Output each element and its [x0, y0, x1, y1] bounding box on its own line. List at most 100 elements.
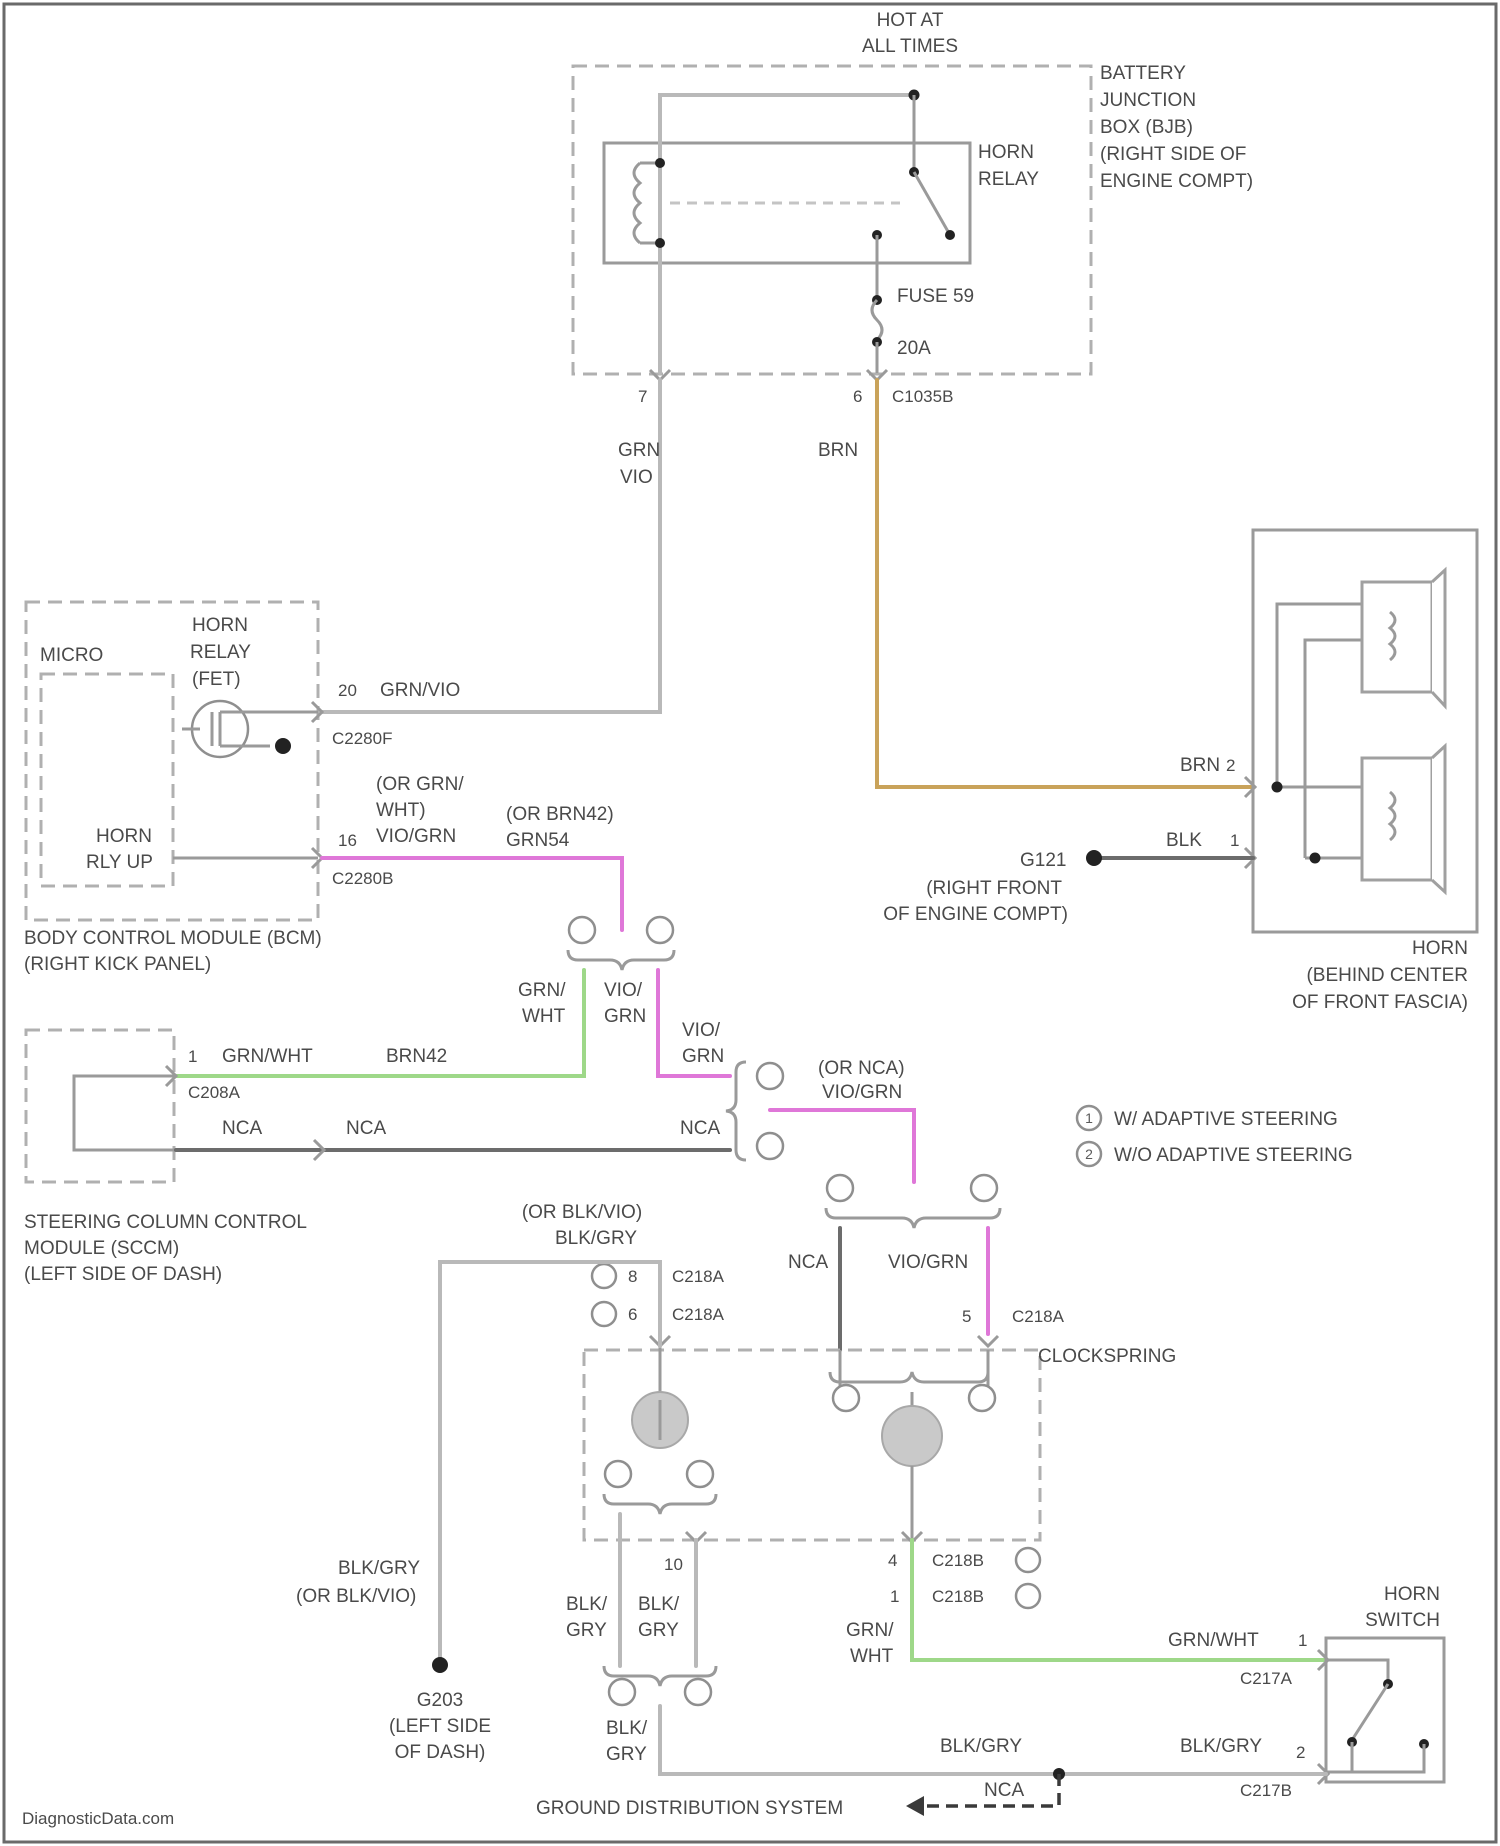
vio-grn-label: VIO/GRN	[376, 826, 456, 847]
grn-vio-label-1: GRN	[618, 440, 660, 461]
horn-relay-label-2: RELAY	[978, 169, 1039, 190]
sccm-brn42-label: BRN42	[386, 1046, 447, 1067]
bcm-pin-20: 20	[338, 681, 357, 700]
grn-wht-label-1: GRN/	[518, 980, 566, 1001]
sccm-title-1: STEERING COLUMN CONTROL	[24, 1212, 307, 1233]
brn-label: BRN	[818, 440, 858, 461]
blk-gry-bottom-4: BLK/GRY	[1180, 1736, 1262, 1757]
clockspring-pin-8: 8	[628, 1267, 637, 1286]
horn-brn-label: BRN	[1180, 755, 1220, 776]
g203-id: G203	[417, 1690, 463, 1711]
or-brn42-label-1: (OR BRN42)	[506, 804, 614, 825]
clockspring-c218a-2: C218A	[672, 1305, 725, 1324]
watermark: DiagnosticData.com	[22, 1809, 174, 1828]
bcm-pin-16: 16	[338, 831, 357, 850]
fuse-59-icon	[872, 300, 882, 340]
grn-wht-c-2: WHT	[850, 1646, 894, 1667]
blk-gry-label-1: BLK/GRY	[338, 1558, 420, 1579]
vio-grn-label-a-1: VIO/	[604, 980, 643, 1001]
or-grn-wht-label-1: (OR GRN/	[376, 774, 464, 795]
blk-gry-left-1: BLK/	[566, 1594, 608, 1615]
nca-label-4: NCA	[788, 1252, 828, 1273]
bjb-pin-6: 6	[853, 387, 862, 406]
fuse-rating-label: 20A	[897, 338, 931, 359]
clockspring-title: CLOCKSPRING	[1038, 1346, 1176, 1367]
or-blk-vio-label-1: (OR BLK/VIO)	[522, 1202, 642, 1223]
bcm-title-2: (RIGHT KICK PANEL)	[24, 954, 211, 975]
horn-pin-2: 2	[1226, 756, 1235, 775]
nca-label-1: NCA	[222, 1118, 262, 1139]
battery-junction-box: HOT AT ALL TIMES BATTERY JUNCTION BOX (B…	[573, 10, 1253, 406]
or-brn42-label-2: GRN54	[506, 830, 570, 851]
blk-gry-bottom-2: GRY	[606, 1744, 647, 1765]
nca-label-3: NCA	[680, 1118, 720, 1139]
g121-location-2: OF ENGINE COMPT)	[883, 904, 1068, 925]
fet-label-3: (FET)	[192, 669, 241, 690]
horn-title-3: OF FRONT FASCIA)	[1292, 992, 1468, 1013]
all-times-label: ALL TIMES	[862, 36, 958, 57]
or-nca-label-1: (OR NCA)	[818, 1058, 905, 1079]
g121-id: G121	[1020, 850, 1066, 871]
fet-label-1: HORN	[192, 615, 248, 636]
relay-switch-contact	[914, 172, 950, 235]
horn-switch-contact	[1352, 1684, 1388, 1740]
horn-blk-label: BLK	[1166, 830, 1202, 851]
horn-title-1: HORN	[1412, 938, 1468, 959]
option-1-marker	[569, 917, 595, 943]
g203-ground-icon	[432, 1657, 448, 1673]
bjb-title-line-3: BOX (BJB)	[1100, 117, 1193, 138]
bjb-connector-c1035b: C1035B	[892, 387, 953, 406]
bjb-title-line-4: (RIGHT SIDE OF	[1100, 144, 1246, 165]
clockspring-c218a-1: C218A	[672, 1267, 725, 1286]
clockspring-coil-right	[882, 1406, 942, 1466]
grn-wht-label-2: WHT	[522, 1006, 566, 1027]
sccm-title-2: MODULE (SCCM)	[24, 1238, 179, 1259]
clockspring-c218b-2: C218B	[932, 1587, 984, 1606]
horn-rly-up-label-1: HORN	[96, 826, 152, 847]
horn-switch-pin-2: 2	[1296, 1743, 1305, 1762]
or-blk-vio-label-2: BLK/GRY	[555, 1228, 637, 1249]
sccm-title-3: (LEFT SIDE OF DASH)	[24, 1264, 222, 1285]
blk-gry-label-2: (OR BLK/VIO)	[296, 1586, 416, 1607]
diagram-frame	[4, 4, 1496, 1842]
vio-grn-label-b-1: VIO/	[682, 1020, 721, 1041]
relay-coil-icon	[634, 163, 640, 243]
clockspring-c218a-3: C218A	[1012, 1307, 1065, 1326]
brn-wire-to-horn	[877, 380, 1253, 787]
legend-item-2-number: 2	[1085, 1146, 1093, 1162]
horn-assembly: BRN 2 BLK 1 HORN (BEHIND CENTER OF FRONT…	[1166, 530, 1477, 1013]
grn-wht-c-1: GRN/	[846, 1620, 894, 1641]
horn-switch-c217b: C217B	[1240, 1781, 1292, 1800]
horn-speaker-2	[1362, 758, 1432, 880]
option-2-marker	[647, 917, 673, 943]
horn-switch: HORN SWITCH 1 C217A 2 C217B	[1240, 1584, 1444, 1800]
clockspring-pin-5: 5	[962, 1307, 971, 1326]
legend-item-1-number: 1	[1085, 1110, 1093, 1126]
bjb-title-line-2: JUNCTION	[1100, 90, 1196, 111]
vio-grn-label-a-2: GRN	[604, 1006, 646, 1027]
or-grn-wht-label-2: WHT)	[376, 800, 426, 821]
horn-switch-title-1: HORN	[1384, 1584, 1440, 1605]
horn-pin-1: 1	[1230, 831, 1239, 850]
blk-gry-right-1: BLK/	[638, 1594, 680, 1615]
fet-label-2: RELAY	[190, 642, 251, 663]
horn-switch-pin-1: 1	[1298, 1631, 1307, 1650]
grn-vio-wire-to-bcm	[322, 380, 660, 712]
horn-relay-label-1: HORN	[978, 142, 1034, 163]
clockspring-pin-1: 1	[890, 1587, 899, 1606]
ground-distribution-arrow-icon	[906, 1796, 924, 1816]
option-2-marker-mid	[971, 1175, 997, 1201]
legend-item-2: W/O ADAPTIVE STEERING	[1114, 1145, 1353, 1166]
bjb-title-line-5: ENGINE COMPT)	[1100, 171, 1253, 192]
bjb-title-line-1: BATTERY	[1100, 63, 1186, 84]
option-brace-lower	[604, 1666, 716, 1705]
horn-switch-c217a: C217A	[1240, 1669, 1293, 1688]
micro-label: MICRO	[40, 645, 103, 666]
option-1-marker-mid	[827, 1175, 853, 1201]
clockspring-pin-10: 10	[664, 1555, 683, 1574]
bcm-connector-c2280b: C2280B	[332, 869, 393, 888]
option-legend: 1 W/ ADAPTIVE STEERING 2 W/O ADAPTIVE ST…	[1077, 1106, 1353, 1166]
clockspring-c218b-1: C218B	[932, 1551, 984, 1570]
hot-at-label: HOT AT	[877, 10, 944, 31]
